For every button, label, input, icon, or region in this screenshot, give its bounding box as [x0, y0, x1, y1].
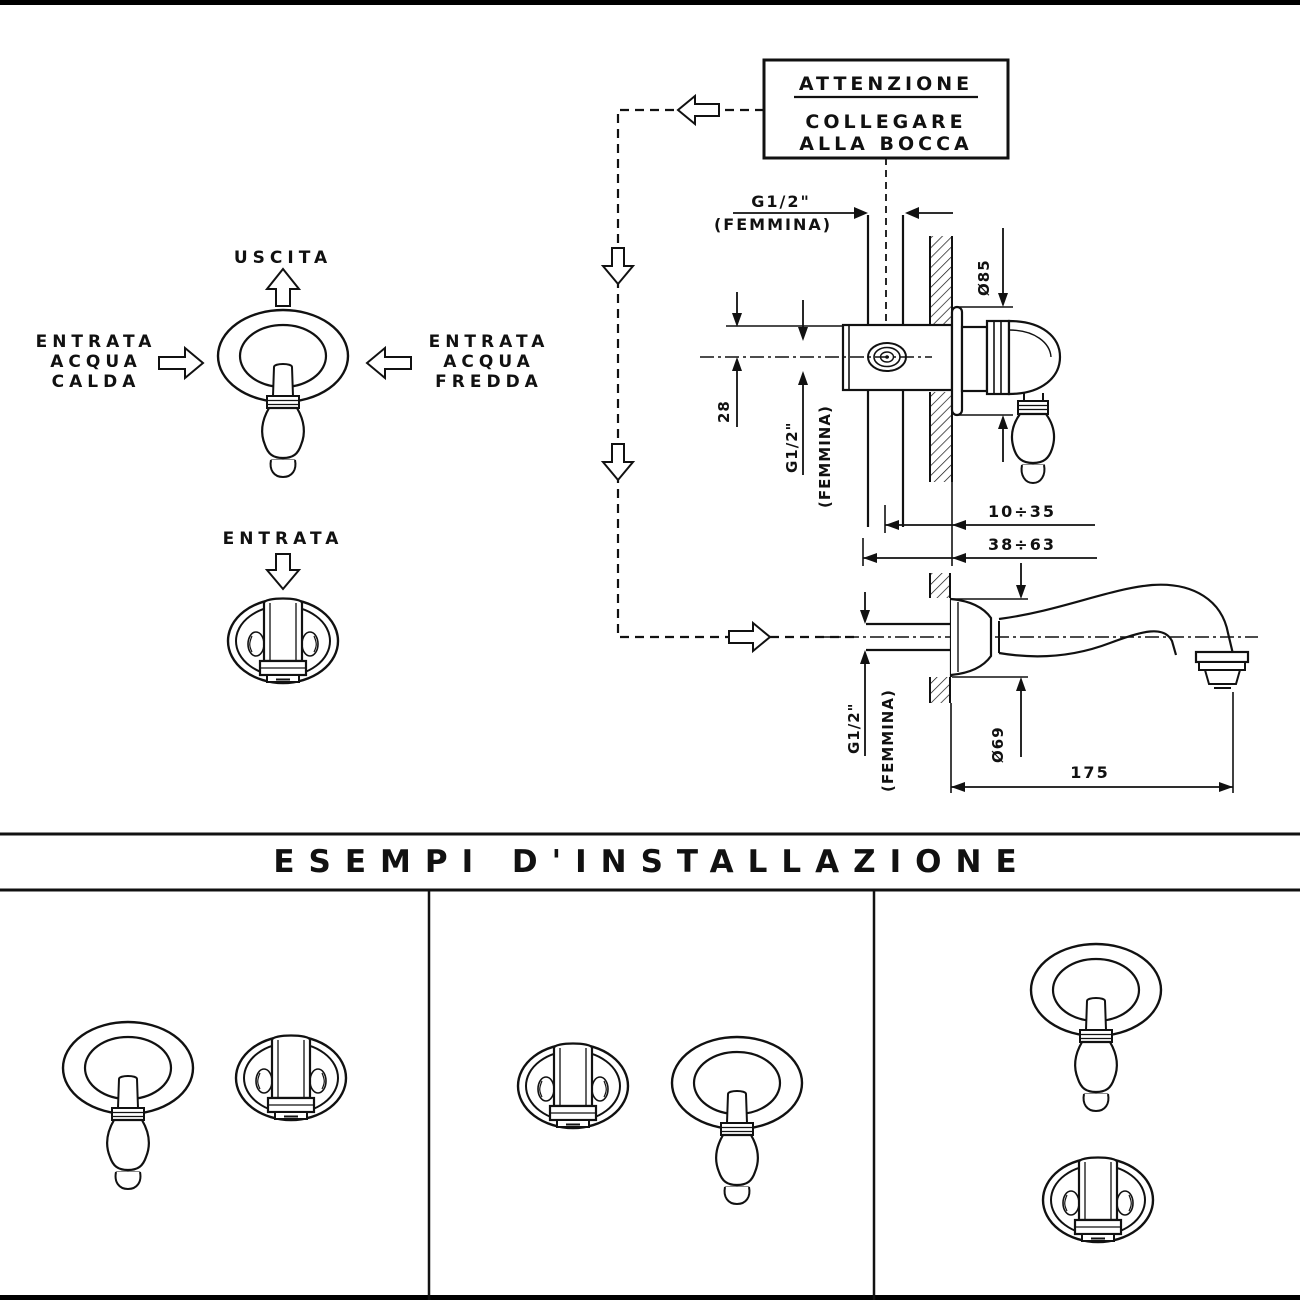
depth-range-min: 10÷35	[988, 502, 1056, 521]
route-arrow-down-icon	[600, 247, 636, 286]
flow-arrow-right-icon	[158, 345, 205, 381]
example-panel-1	[61, 1020, 348, 1191]
callout-route	[600, 93, 887, 654]
examples-section: ESEMPI D'INSTALLAZIONE	[0, 832, 1300, 1300]
cold-inlet-label-line3: FREDDA	[435, 372, 543, 392]
top-thread-label: G1/2"	[751, 192, 811, 211]
top-thread-gender: (FEMMINA)	[714, 215, 832, 234]
hot-inlet-label-line1: ENTRATA	[36, 332, 157, 352]
valve-escutcheon-diameter: Ø85	[975, 259, 993, 296]
hot-inlet-label-line2: ACQUA	[50, 352, 142, 372]
spout-escutcheon-diameter: Ø69	[989, 726, 1007, 763]
spout-profile	[949, 583, 1250, 689]
warning-title: ATTENZIONE	[799, 73, 973, 95]
warning-box: ATTENZIONE COLLEGARE ALLA BOCCA	[762, 58, 1010, 160]
example-panel-3	[1029, 942, 1163, 1244]
spout-reach-dimension: 175	[1070, 763, 1109, 782]
mixer-valve-front-view	[61, 1020, 195, 1191]
port-thread-label: G1/2"	[783, 422, 801, 473]
flow-arrow-left-icon	[365, 345, 412, 381]
valve-trim	[950, 305, 1062, 485]
route-arrow-left-icon	[676, 93, 720, 127]
cold-inlet-label-line2: ACQUA	[443, 352, 535, 372]
spout-thread-gender: (FEMMINA)	[879, 689, 897, 792]
route-arrow-right-icon	[728, 620, 772, 654]
spout-section-drawing: G1/2" (FEMMINA) Ø69 175	[820, 563, 1258, 793]
warning-line1: COLLEGARE	[805, 111, 966, 133]
example-panel-2	[516, 1035, 804, 1206]
mixer-valve-front-view	[1029, 942, 1163, 1113]
flow-arrow-down-icon	[264, 553, 302, 591]
inlet-label: ENTRATA	[223, 529, 344, 549]
route-arrow-down-icon	[600, 443, 636, 482]
examples-title: ESEMPI D'INSTALLAZIONE	[273, 844, 1030, 880]
mixer-valve-front-view	[670, 1035, 804, 1206]
port-thread-gender: (FEMMINA)	[816, 405, 834, 508]
wall-hatch-lower	[929, 573, 951, 703]
cold-inlet-label-line1: ENTRATA	[429, 332, 550, 352]
spout-thread-label: G1/2"	[845, 703, 863, 754]
spout-front-view	[234, 1034, 348, 1122]
spout-front-view	[226, 597, 340, 685]
offset-dimension: 28	[715, 400, 733, 423]
warning-line2: ALLA BOCCA	[799, 133, 972, 155]
top-border	[0, 0, 1300, 5]
bottom-border	[0, 1295, 1300, 1300]
depth-range-max: 38÷63	[988, 535, 1056, 554]
wall-hatch-upper	[929, 236, 953, 566]
spout-front-view	[516, 1042, 630, 1130]
outlet-label: USCITA	[234, 248, 332, 268]
spout-front-view	[1041, 1156, 1155, 1244]
valve-section-drawing: G1/2" (FEMMINA)	[700, 192, 1097, 566]
mixer-valve-front-view	[216, 308, 350, 479]
flow-arrow-up-icon	[264, 267, 302, 307]
flow-schematic: USCITA ENTRATA ACQUA CALDA ENTRATA ACQUA…	[36, 248, 550, 685]
hot-inlet-label-line3: CALDA	[52, 372, 141, 392]
